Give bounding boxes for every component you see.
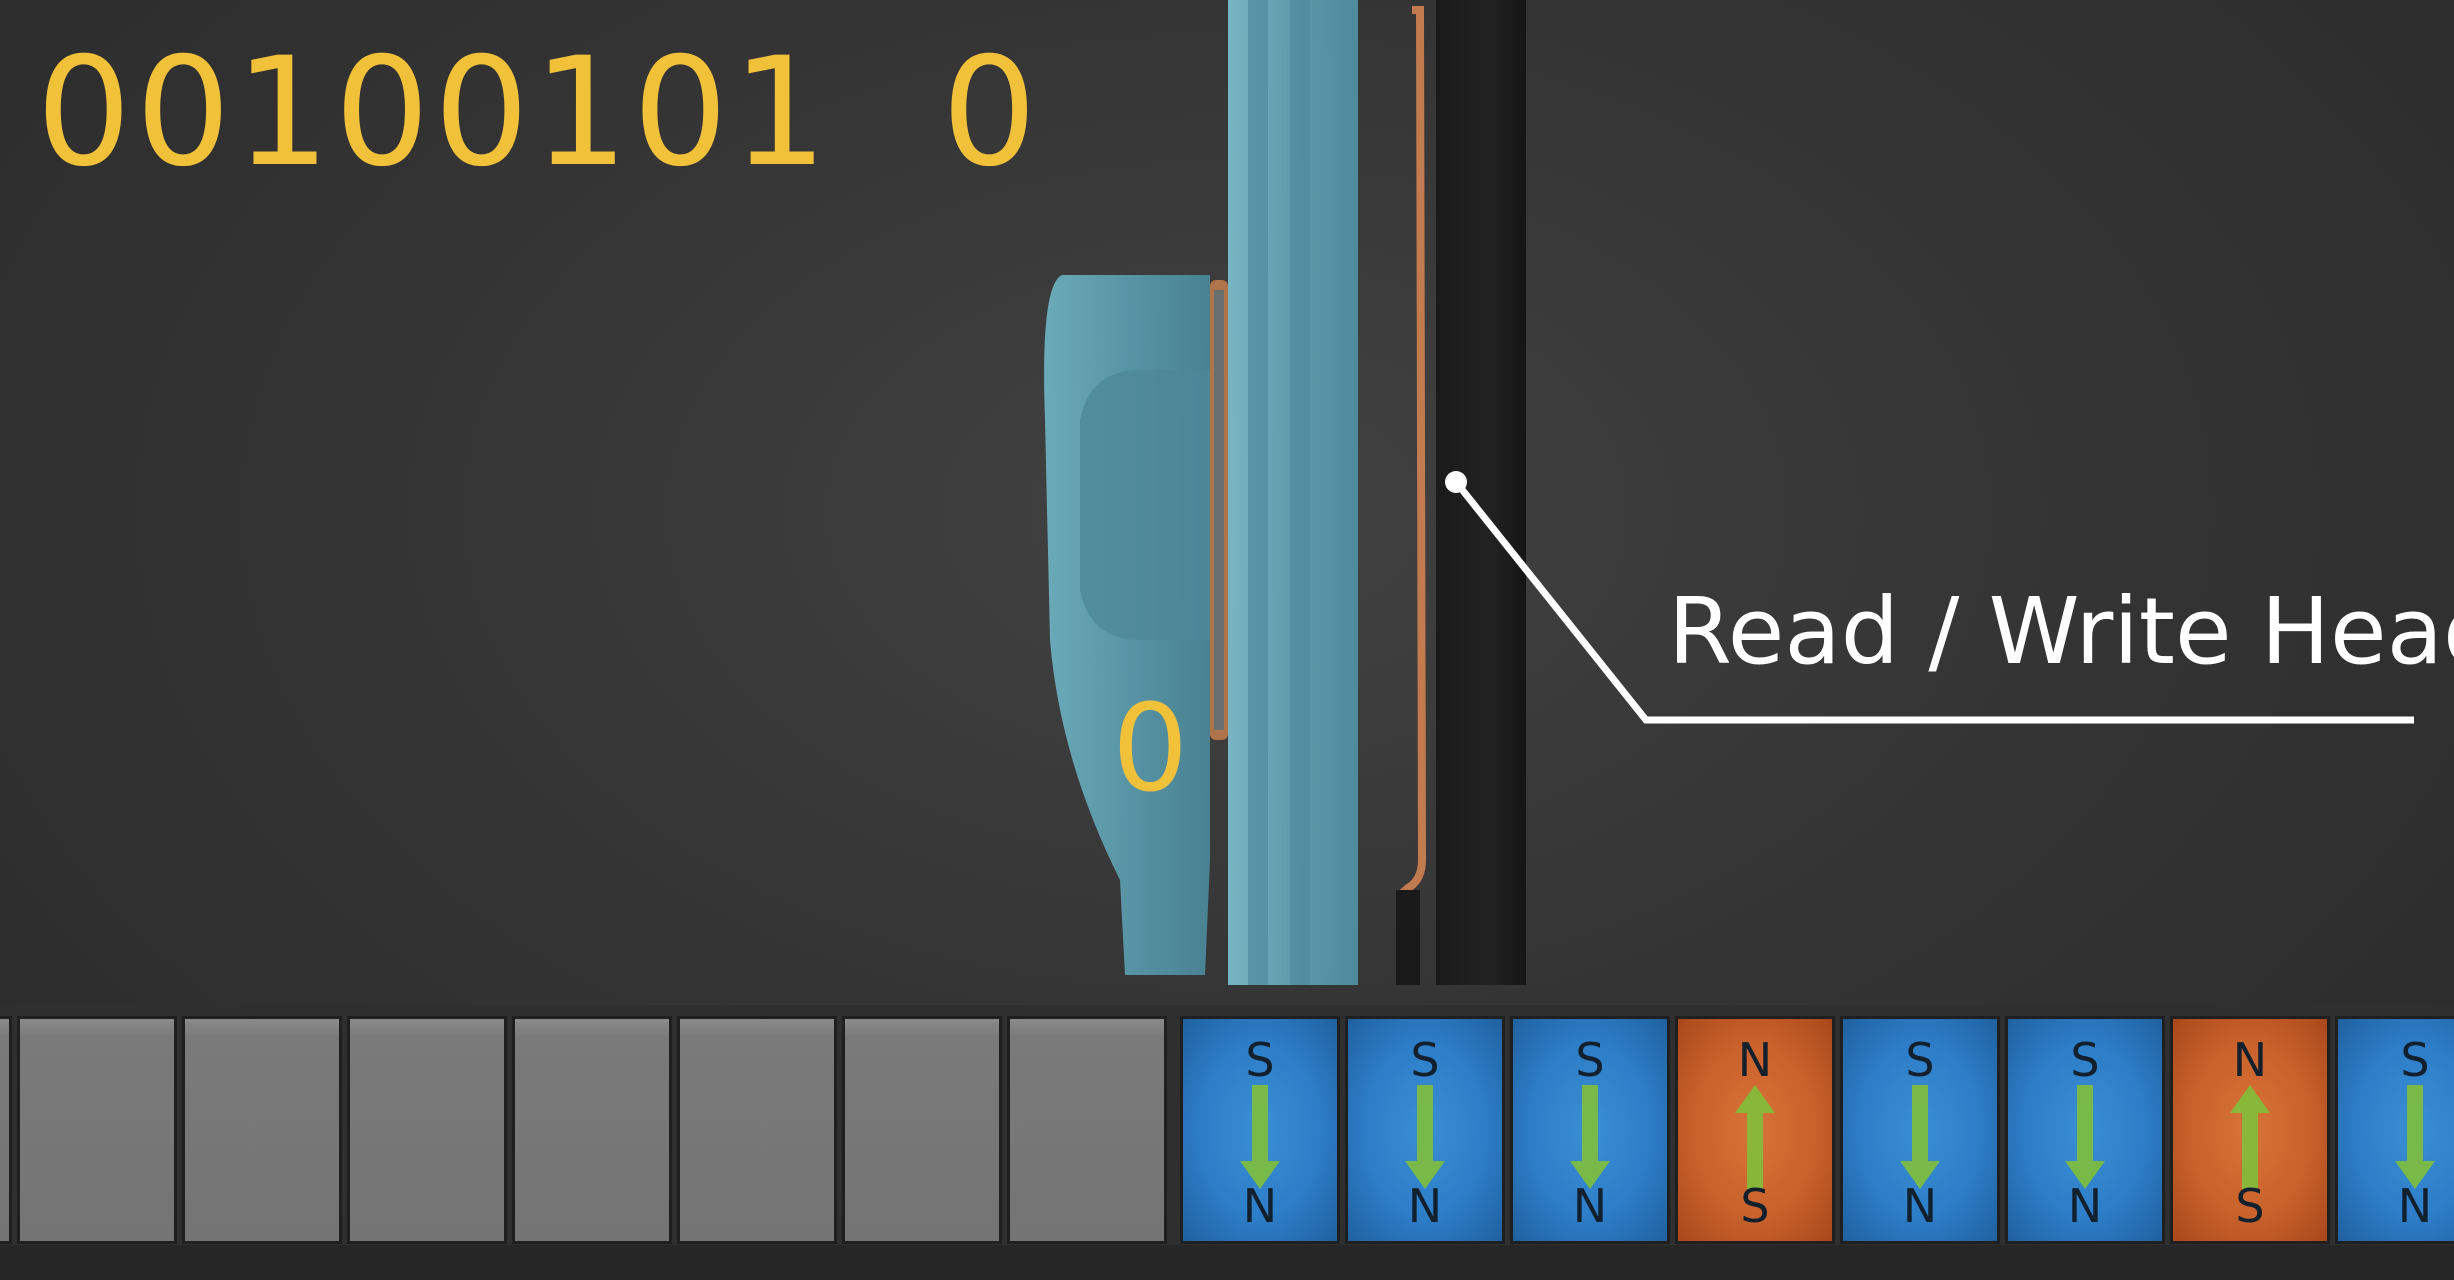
- pole-label-top: N: [2232, 1033, 2268, 1087]
- tape-cell-empty: [1007, 1016, 1167, 1244]
- head-label: Read / Write Head: [1668, 578, 2454, 685]
- pole-label-bottom: N: [1407, 1179, 1443, 1233]
- pole-label-top: S: [1410, 1033, 1440, 1087]
- tape-cell-empty: [347, 1016, 507, 1244]
- pole-label-top: S: [1905, 1033, 1935, 1087]
- arrow-down-icon: [1240, 1085, 1280, 1189]
- arrow-up-icon: [1735, 1085, 1775, 1189]
- tape-cell-empty: [677, 1016, 837, 1244]
- binary-bits: 00100101: [36, 26, 832, 200]
- pole-label-top: S: [2400, 1033, 2430, 1087]
- pole-label-bottom: N: [1572, 1179, 1608, 1233]
- pole-label-bottom: N: [1242, 1179, 1278, 1233]
- tape-cell-empty: [17, 1016, 177, 1244]
- head-bar: [1436, 0, 1526, 985]
- pointer-dot: [1445, 471, 1467, 493]
- pole-label-bottom: N: [2067, 1179, 2103, 1233]
- tape-floor: [0, 1245, 2454, 1280]
- arm-bit: 0: [1112, 680, 1189, 819]
- current-bit: 0: [941, 26, 1041, 200]
- pole-label-top: N: [1737, 1033, 1773, 1087]
- arrow-down-icon: [1570, 1085, 1610, 1189]
- label-pointer: [1453, 479, 2414, 724]
- arrow-down-icon: [1405, 1085, 1445, 1189]
- tape-cell-empty: [182, 1016, 342, 1244]
- head-wire: [1397, 6, 1427, 899]
- pole-label-bottom: N: [2397, 1179, 2433, 1233]
- pole-label-top: S: [1245, 1033, 1275, 1087]
- pole-label-bottom: S: [2235, 1179, 2265, 1233]
- pole-label-bottom: S: [1740, 1179, 1770, 1233]
- arrow-down-icon: [1900, 1085, 1940, 1189]
- tape-cell-empty: [842, 1016, 1002, 1244]
- pole-label-bottom: N: [1902, 1179, 1938, 1233]
- tape-cell-empty: [512, 1016, 672, 1244]
- pole-label-top: S: [1575, 1033, 1605, 1087]
- pole-label-top: S: [2070, 1033, 2100, 1087]
- tape-cell-empty: [0, 1016, 12, 1244]
- arrow-down-icon: [2065, 1085, 2105, 1189]
- arrow-up-icon: [2230, 1085, 2270, 1189]
- arrow-down-icon: [2395, 1085, 2435, 1189]
